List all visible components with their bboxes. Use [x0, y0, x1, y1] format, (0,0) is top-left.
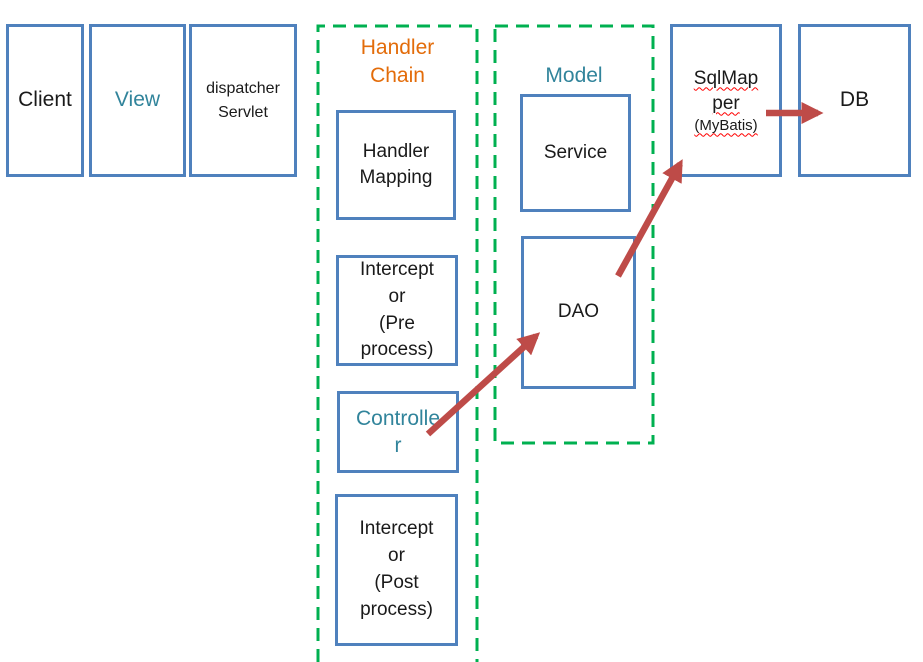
dao-label: DAO [557, 301, 600, 323]
client-box: Client [6, 24, 84, 177]
sqlmapper-box: SqlMap per (MyBatis) [670, 24, 782, 177]
view-box: View [89, 24, 186, 177]
service-label: Service [543, 141, 608, 163]
view-label: View [114, 88, 161, 112]
client-label: Client [18, 88, 72, 112]
sqlmapper-label-line2: per [712, 92, 740, 114]
service-box: Service [520, 94, 631, 212]
sqlmapper-mybatis-label: (MyBatis) [694, 116, 758, 134]
db-box: DB [798, 24, 911, 177]
dao-box: DAO [521, 236, 636, 389]
sqlmapper-label-line1: SqlMap [693, 67, 759, 89]
model-group-title: Model [545, 64, 603, 87]
db-label: DB [839, 88, 870, 112]
